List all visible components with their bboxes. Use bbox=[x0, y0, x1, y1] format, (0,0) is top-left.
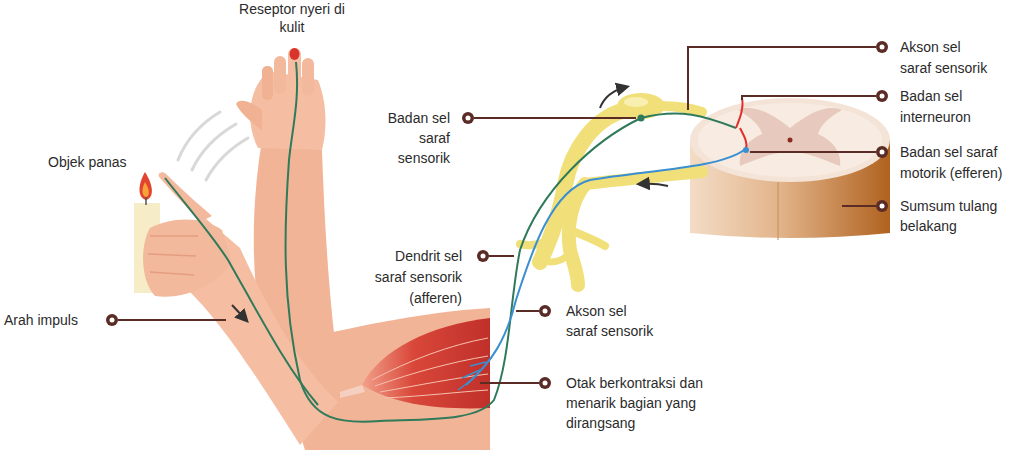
leader-line bbox=[489, 255, 514, 257]
leader-line bbox=[742, 96, 876, 100]
muscle-striations bbox=[372, 338, 488, 398]
callout-label: Badan sel interneuron bbox=[900, 86, 1010, 128]
finger-lines bbox=[148, 236, 198, 275]
biceps-muscle bbox=[362, 318, 490, 408]
leader-dot bbox=[539, 377, 551, 389]
callout-label: Arah impuls bbox=[4, 310, 78, 330]
motion-line bbox=[178, 112, 220, 160]
sensory-neuron bbox=[286, 62, 736, 422]
callout-label: Sumsum tulang belakang bbox=[900, 196, 1010, 236]
sensory-neuron bbox=[165, 178, 318, 405]
tendon bbox=[340, 385, 365, 398]
callout-label: Akson sel saraf sensorik bbox=[566, 301, 658, 341]
cord-groove bbox=[778, 182, 779, 240]
leader-dot-center bbox=[466, 116, 471, 121]
motor-endings bbox=[458, 362, 486, 390]
interneuron bbox=[736, 98, 747, 150]
callout-label: Reseptor nyeri di kulit bbox=[237, 0, 347, 36]
ganglion-highlight bbox=[624, 97, 648, 107]
impulse-arrow bbox=[600, 87, 626, 108]
finger bbox=[274, 56, 286, 94]
leader-dot-center bbox=[880, 45, 885, 50]
motor-cell-body bbox=[743, 147, 749, 153]
finger bbox=[262, 66, 273, 100]
leader-dot-center bbox=[481, 254, 486, 259]
hand bbox=[143, 220, 232, 297]
leader-dot bbox=[876, 146, 888, 158]
sensory-cell-body bbox=[638, 115, 645, 122]
leader-dot bbox=[462, 112, 474, 124]
front-arm bbox=[134, 172, 338, 445]
leader-lines bbox=[118, 47, 876, 383]
callout-label: Badan sel saraf sensorik bbox=[374, 108, 450, 168]
leader-dot bbox=[106, 314, 118, 326]
white-matter bbox=[698, 103, 882, 177]
impulse-arrow bbox=[232, 305, 246, 320]
leader-line bbox=[688, 47, 876, 110]
leader-line bbox=[118, 319, 226, 321]
flame bbox=[139, 172, 151, 200]
leader-dots bbox=[106, 41, 888, 389]
striation bbox=[385, 390, 488, 398]
flame-core bbox=[142, 182, 148, 197]
leader-line bbox=[750, 151, 876, 153]
callout-label: Otak berkontraksi dan menarik bagian yan… bbox=[566, 373, 706, 433]
leader-line bbox=[516, 310, 539, 312]
striation bbox=[380, 374, 488, 392]
leader-line bbox=[474, 117, 636, 119]
leader-line bbox=[842, 205, 876, 207]
leader-dot bbox=[876, 200, 888, 212]
impulse-arrow bbox=[640, 184, 668, 186]
motion-lines bbox=[178, 112, 248, 180]
leader-dot-center bbox=[880, 204, 885, 209]
callout-label: Badan sel saraf motorik (efferen) bbox=[900, 142, 1018, 184]
thumb bbox=[236, 101, 262, 130]
dorsal-root bbox=[660, 106, 702, 112]
cord-top bbox=[690, 98, 890, 182]
pain-receptor bbox=[290, 48, 300, 60]
leader-dot-center bbox=[543, 309, 548, 314]
leader-dot-center bbox=[110, 318, 115, 323]
upper-arm bbox=[295, 308, 490, 450]
motion-line bbox=[206, 138, 248, 180]
motion-line bbox=[192, 124, 236, 170]
leader-dot bbox=[876, 90, 888, 102]
spinal-cord bbox=[690, 98, 890, 240]
leader-dot bbox=[876, 41, 888, 53]
finger bbox=[288, 48, 301, 92]
finger bbox=[302, 58, 314, 96]
callout-label: Dendrit sel saraf sensorik (afferen) bbox=[364, 246, 462, 309]
motor-neuron bbox=[466, 150, 744, 385]
callout-label: Objek panas bbox=[48, 152, 127, 172]
spinal-nerve bbox=[520, 106, 702, 285]
leader-dot bbox=[539, 305, 551, 317]
leader-dot-center bbox=[543, 381, 548, 386]
callout-label: Akson sel saraf sensorik bbox=[900, 37, 992, 79]
leader-line bbox=[480, 382, 539, 384]
leader-dot-center bbox=[880, 94, 885, 99]
upper-arm-skin bbox=[295, 308, 490, 450]
gray-matter bbox=[738, 108, 842, 166]
nerve-branch bbox=[550, 252, 572, 262]
leader-dot bbox=[477, 250, 489, 262]
nerve-branch bbox=[570, 230, 605, 246]
central-canal bbox=[788, 138, 793, 143]
wick bbox=[145, 197, 147, 205]
leader-dot-center bbox=[880, 150, 885, 155]
